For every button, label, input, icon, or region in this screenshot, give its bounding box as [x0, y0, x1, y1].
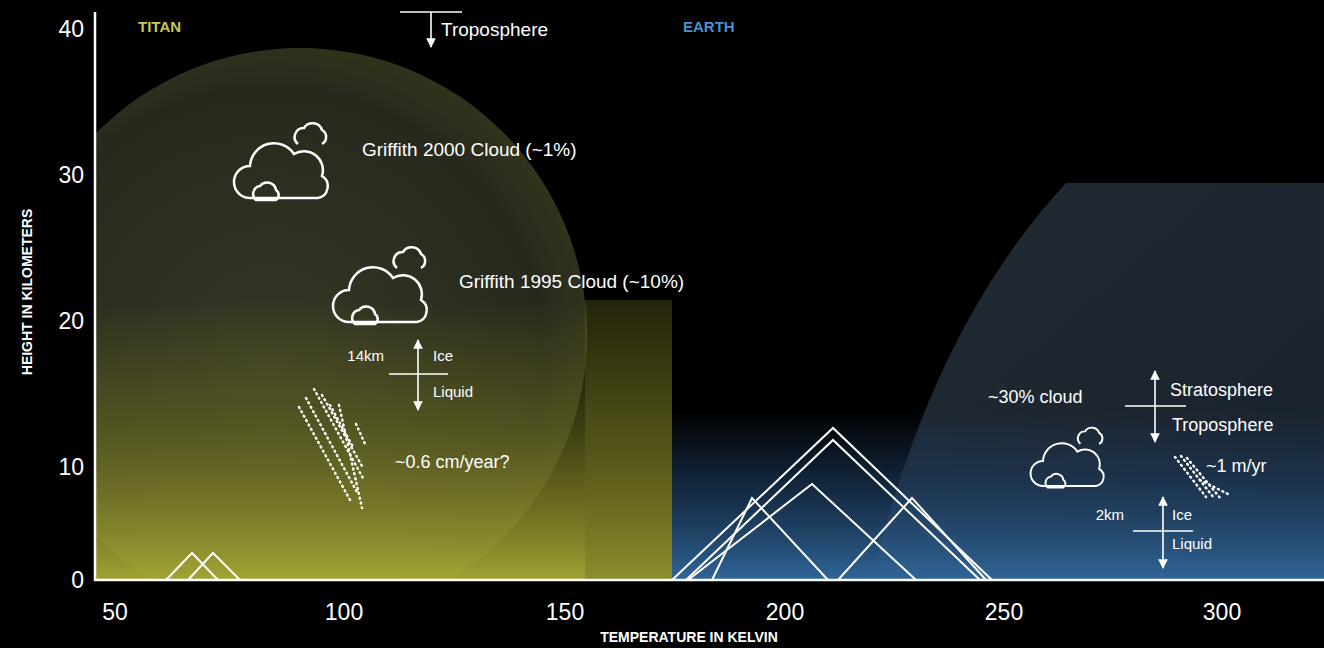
- axis-title: TEMPERATURE IN KELVIN: [600, 629, 778, 645]
- height-label: 2km: [1096, 506, 1124, 523]
- layer-label: Troposphere: [441, 19, 548, 41]
- axis-tick: 200: [766, 599, 804, 625]
- axis-tick: 300: [1203, 599, 1241, 625]
- phase-label: Ice: [1172, 506, 1192, 523]
- layer-label: Stratosphere: [1170, 380, 1273, 401]
- layer-label: Troposphere: [1172, 415, 1273, 436]
- rain-rate: ~1 m/yr: [1206, 456, 1267, 477]
- titan-backdrop: [13, 48, 672, 622]
- cloud-label: ~30% cloud: [988, 387, 1083, 408]
- axis-tick: 150: [546, 599, 584, 625]
- cloud-label: Griffith 1995 Cloud (~10%): [459, 271, 684, 293]
- axis-tick: 30: [58, 162, 84, 188]
- axis-tick: 20: [58, 308, 84, 334]
- phase-label: Liquid: [433, 383, 473, 400]
- cloud-icons: [234, 123, 1104, 487]
- cloud-label: Griffith 2000 Cloud (~1%): [362, 139, 577, 161]
- axis-tick: 0: [71, 567, 84, 593]
- panel-title: EARTH: [683, 18, 735, 35]
- mountains: [166, 428, 992, 580]
- boundary-markers: [389, 12, 1193, 568]
- panel-title: TITAN: [138, 18, 181, 35]
- axis-tick: 10: [58, 454, 84, 480]
- height-label: 14km: [347, 347, 384, 364]
- axis-tick: 50: [102, 599, 128, 625]
- rain-streaks: [299, 389, 1230, 508]
- earth-backdrop: [672, 183, 1324, 580]
- rain-rate: ~0.6 cm/year?: [395, 452, 510, 473]
- phase-label: Liquid: [1172, 535, 1212, 552]
- axis-title: HEIGHT IN KILOMETERS: [19, 209, 35, 375]
- phase-label: Ice: [433, 347, 453, 364]
- axis-tick: 40: [58, 16, 84, 42]
- axis-tick: 250: [985, 599, 1023, 625]
- axes: [94, 12, 1324, 581]
- axis-tick: 100: [325, 599, 363, 625]
